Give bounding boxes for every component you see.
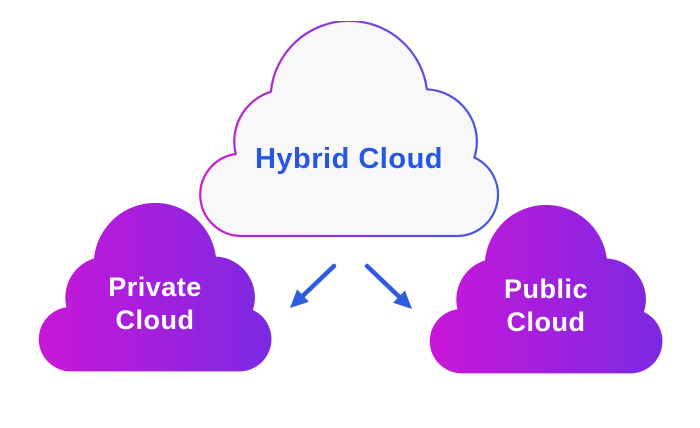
public-cloud-shape xyxy=(429,205,663,374)
public-cloud-body xyxy=(429,205,663,374)
public-cloud-label-line1: Public xyxy=(503,274,588,304)
hybrid-cloud-shape xyxy=(199,21,500,238)
private-cloud-body xyxy=(38,203,272,372)
private-cloud-label-line2: Cloud xyxy=(115,305,195,335)
public-cloud-label: Public Cloud xyxy=(428,273,664,339)
private-cloud-label-line1: Private xyxy=(108,272,202,302)
hybrid-cloud-outline xyxy=(199,21,500,238)
arrow-hybrid-to-private-icon xyxy=(290,263,337,308)
private-cloud-shape xyxy=(38,203,272,372)
public-cloud-label-line2: Cloud xyxy=(506,307,586,337)
private-cloud-label: Private Cloud xyxy=(37,271,273,337)
arrow-hybrid-to-public-icon xyxy=(364,263,412,309)
hybrid-cloud-label: Hybrid Cloud xyxy=(254,143,444,175)
